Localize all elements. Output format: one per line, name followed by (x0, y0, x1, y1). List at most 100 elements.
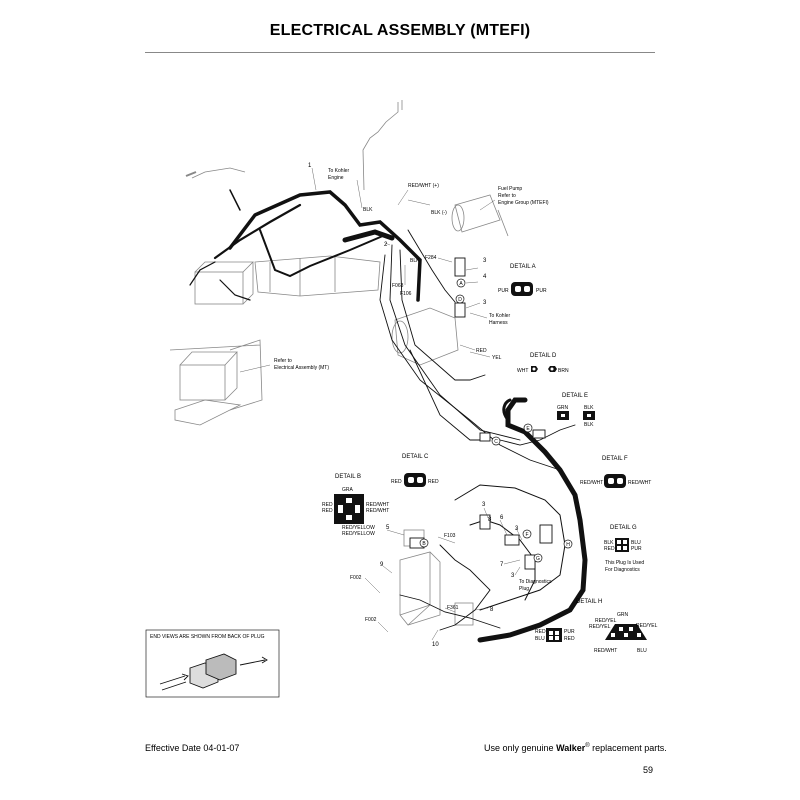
to-diag-plug-line2: Plug (519, 586, 529, 592)
replacement-parts-note: Use only genuine Walker® replacement par… (484, 743, 667, 753)
detail-h-top: GRN (617, 612, 629, 618)
part-number-6: 6 (500, 515, 504, 521)
svg-text:E: E (526, 426, 530, 432)
replacement-suffix: replacement parts. (589, 743, 667, 753)
fuel-pump-line1: Fuel Pump (498, 186, 522, 192)
detail-h-red-yel-left: RED/YEL (595, 618, 617, 624)
svg-text:G: G (536, 556, 540, 562)
leader-lines (239, 167, 523, 641)
f103-label: F103 (444, 533, 456, 539)
fuel-pump-line2: Refer to (498, 193, 516, 199)
f063-label: F063 (392, 283, 404, 289)
detail-d: DETAIL D WHT BRN (517, 353, 569, 374)
part-number-3c: 3 (482, 502, 486, 508)
f361-label: F361 (447, 605, 459, 611)
detail-c-right: RED (428, 479, 439, 485)
detail-g-note-2: For Diagnostics (605, 567, 640, 573)
f002-a-label: F002 (350, 575, 362, 581)
connector-symbols (409, 257, 553, 570)
part-number-7: 7 (500, 562, 504, 568)
detail-e: DETAIL E GRN BLK BLK (557, 393, 595, 428)
part-number-3d: 3 (515, 526, 519, 532)
detail-h-red: RED (535, 629, 546, 635)
part-number-4: 4 (483, 274, 487, 280)
detail-h-red-yel-right-2: RED/YEL (636, 623, 658, 629)
detail-b-left-2: RED (322, 508, 333, 514)
detail-g-left-2: RED (604, 546, 615, 552)
detail-a-title: DETAIL A (510, 264, 536, 270)
detail-h-red2: RED (564, 636, 575, 642)
part-numbers: 1 2 3 4 3 3 5 8 6 3 7 3 9 8 10 (308, 163, 519, 648)
detail-h-pur: PUR (564, 629, 575, 635)
detail-g: DETAIL G BLK RED BLU PUR This Plug Is Us… (604, 525, 644, 573)
detail-h-title: DETAIL H (576, 599, 602, 605)
part-number-3: 3 (483, 258, 487, 264)
red-wht-plus-label: RED/WHT (+) (408, 183, 439, 189)
f284-label: F284 (425, 255, 437, 261)
svg-text:A: A (459, 281, 463, 287)
detail-e-bottom-right: BLK (584, 422, 594, 428)
part-number-10: 10 (432, 642, 439, 648)
detail-reference-circles: A D E B C F G H (419, 278, 573, 563)
detail-h-blu: BLU (535, 636, 545, 642)
detail-a-left: PUR (498, 288, 509, 294)
detail-b-bottom-2: RED/YELLOW (342, 531, 375, 537)
part-number-3e: 3 (511, 573, 515, 579)
detail-h-blu2: BLU (637, 648, 647, 654)
fuel-pump-line3: Engine Group (MTEFI) (498, 200, 549, 206)
detail-b-title: DETAIL B (335, 474, 361, 480)
detail-b: DETAIL B GRA RED RED RED/WHT RED/WHT RED… (322, 474, 389, 537)
page-title: ELECTRICAL ASSEMBLY (MTEFI) (269, 22, 531, 39)
part-number-8: 8 (488, 517, 492, 523)
part-number-3b: 3 (483, 300, 487, 306)
part-number-9: 9 (380, 562, 384, 568)
detail-e-title: DETAIL E (562, 393, 588, 399)
to-diag-plug-line1: To Diagnostics (519, 579, 552, 585)
end-view-note: END VIEWS ARE SHOWN FROM BACK OF PLUG (150, 634, 265, 640)
yel-label: YEL (492, 355, 502, 361)
circle-letter-f: F (522, 529, 532, 539)
detail-g-left-1: BLK (604, 540, 614, 546)
effective-date: Effective Date 04-01-07 (145, 743, 240, 753)
part-number-2: 2 (384, 242, 388, 248)
detail-e-top-right: BLK (584, 405, 594, 411)
detail-f-title: DETAIL F (602, 456, 628, 462)
detail-d-title: DETAIL D (530, 353, 557, 359)
detail-f-left: RED/WHT (580, 480, 603, 486)
main-harness (189, 189, 588, 643)
svg-text:H: H (566, 542, 570, 548)
detail-g-right-2: PUR (631, 546, 642, 552)
detail-g-note-1: This Plug Is Used (605, 560, 644, 566)
to-kohler-engine-line1: To Kohler (328, 168, 349, 174)
blk-minus-label: BLK (-) (431, 210, 447, 216)
trademark-symbol: ® (585, 743, 590, 749)
detail-h: DETAIL H GRN RED/YEL RED/YEL RED/YEL RED… (535, 599, 658, 654)
circle-letter-d: D (455, 294, 465, 304)
circle-letter-b: B (419, 538, 429, 548)
circle-letter-a: A (456, 278, 466, 288)
detail-a: DETAIL A PUR PUR (498, 264, 547, 296)
red-label: RED (476, 348, 487, 354)
detail-d-right: BRN (558, 368, 569, 374)
to-kohler-harness-line2: Harness (489, 320, 508, 326)
page-number: 59 (643, 765, 654, 775)
detail-c: DETAIL C RED RED (391, 454, 439, 487)
svg-text:C: C (494, 439, 498, 445)
circle-letter-g: G (533, 553, 543, 563)
detail-d-left: WHT (517, 368, 528, 374)
detail-e-top-left: GRN (557, 405, 569, 411)
f002-b-label: F002 (365, 617, 377, 623)
circle-letter-c: C (491, 436, 501, 446)
detail-g-title: DETAIL G (610, 525, 637, 531)
detail-c-title: DETAIL C (402, 454, 429, 460)
end-view-inset: END VIEWS ARE SHOWN FROM BACK OF PLUG (145, 629, 280, 698)
detail-c-left: RED (391, 479, 402, 485)
detail-b-bottom-1: RED/YELLOW (342, 525, 375, 531)
to-kohler-engine-line2: Engine (328, 175, 344, 181)
refer-mt-line2: Electrical Assembly (MT) (274, 365, 329, 371)
detail-f-right: RED/WHT (628, 480, 651, 486)
svg-text:F: F (525, 532, 528, 538)
detail-b-right-2: RED/WHT (366, 508, 389, 514)
detail-h-red-wht: RED/WHT (594, 648, 617, 654)
